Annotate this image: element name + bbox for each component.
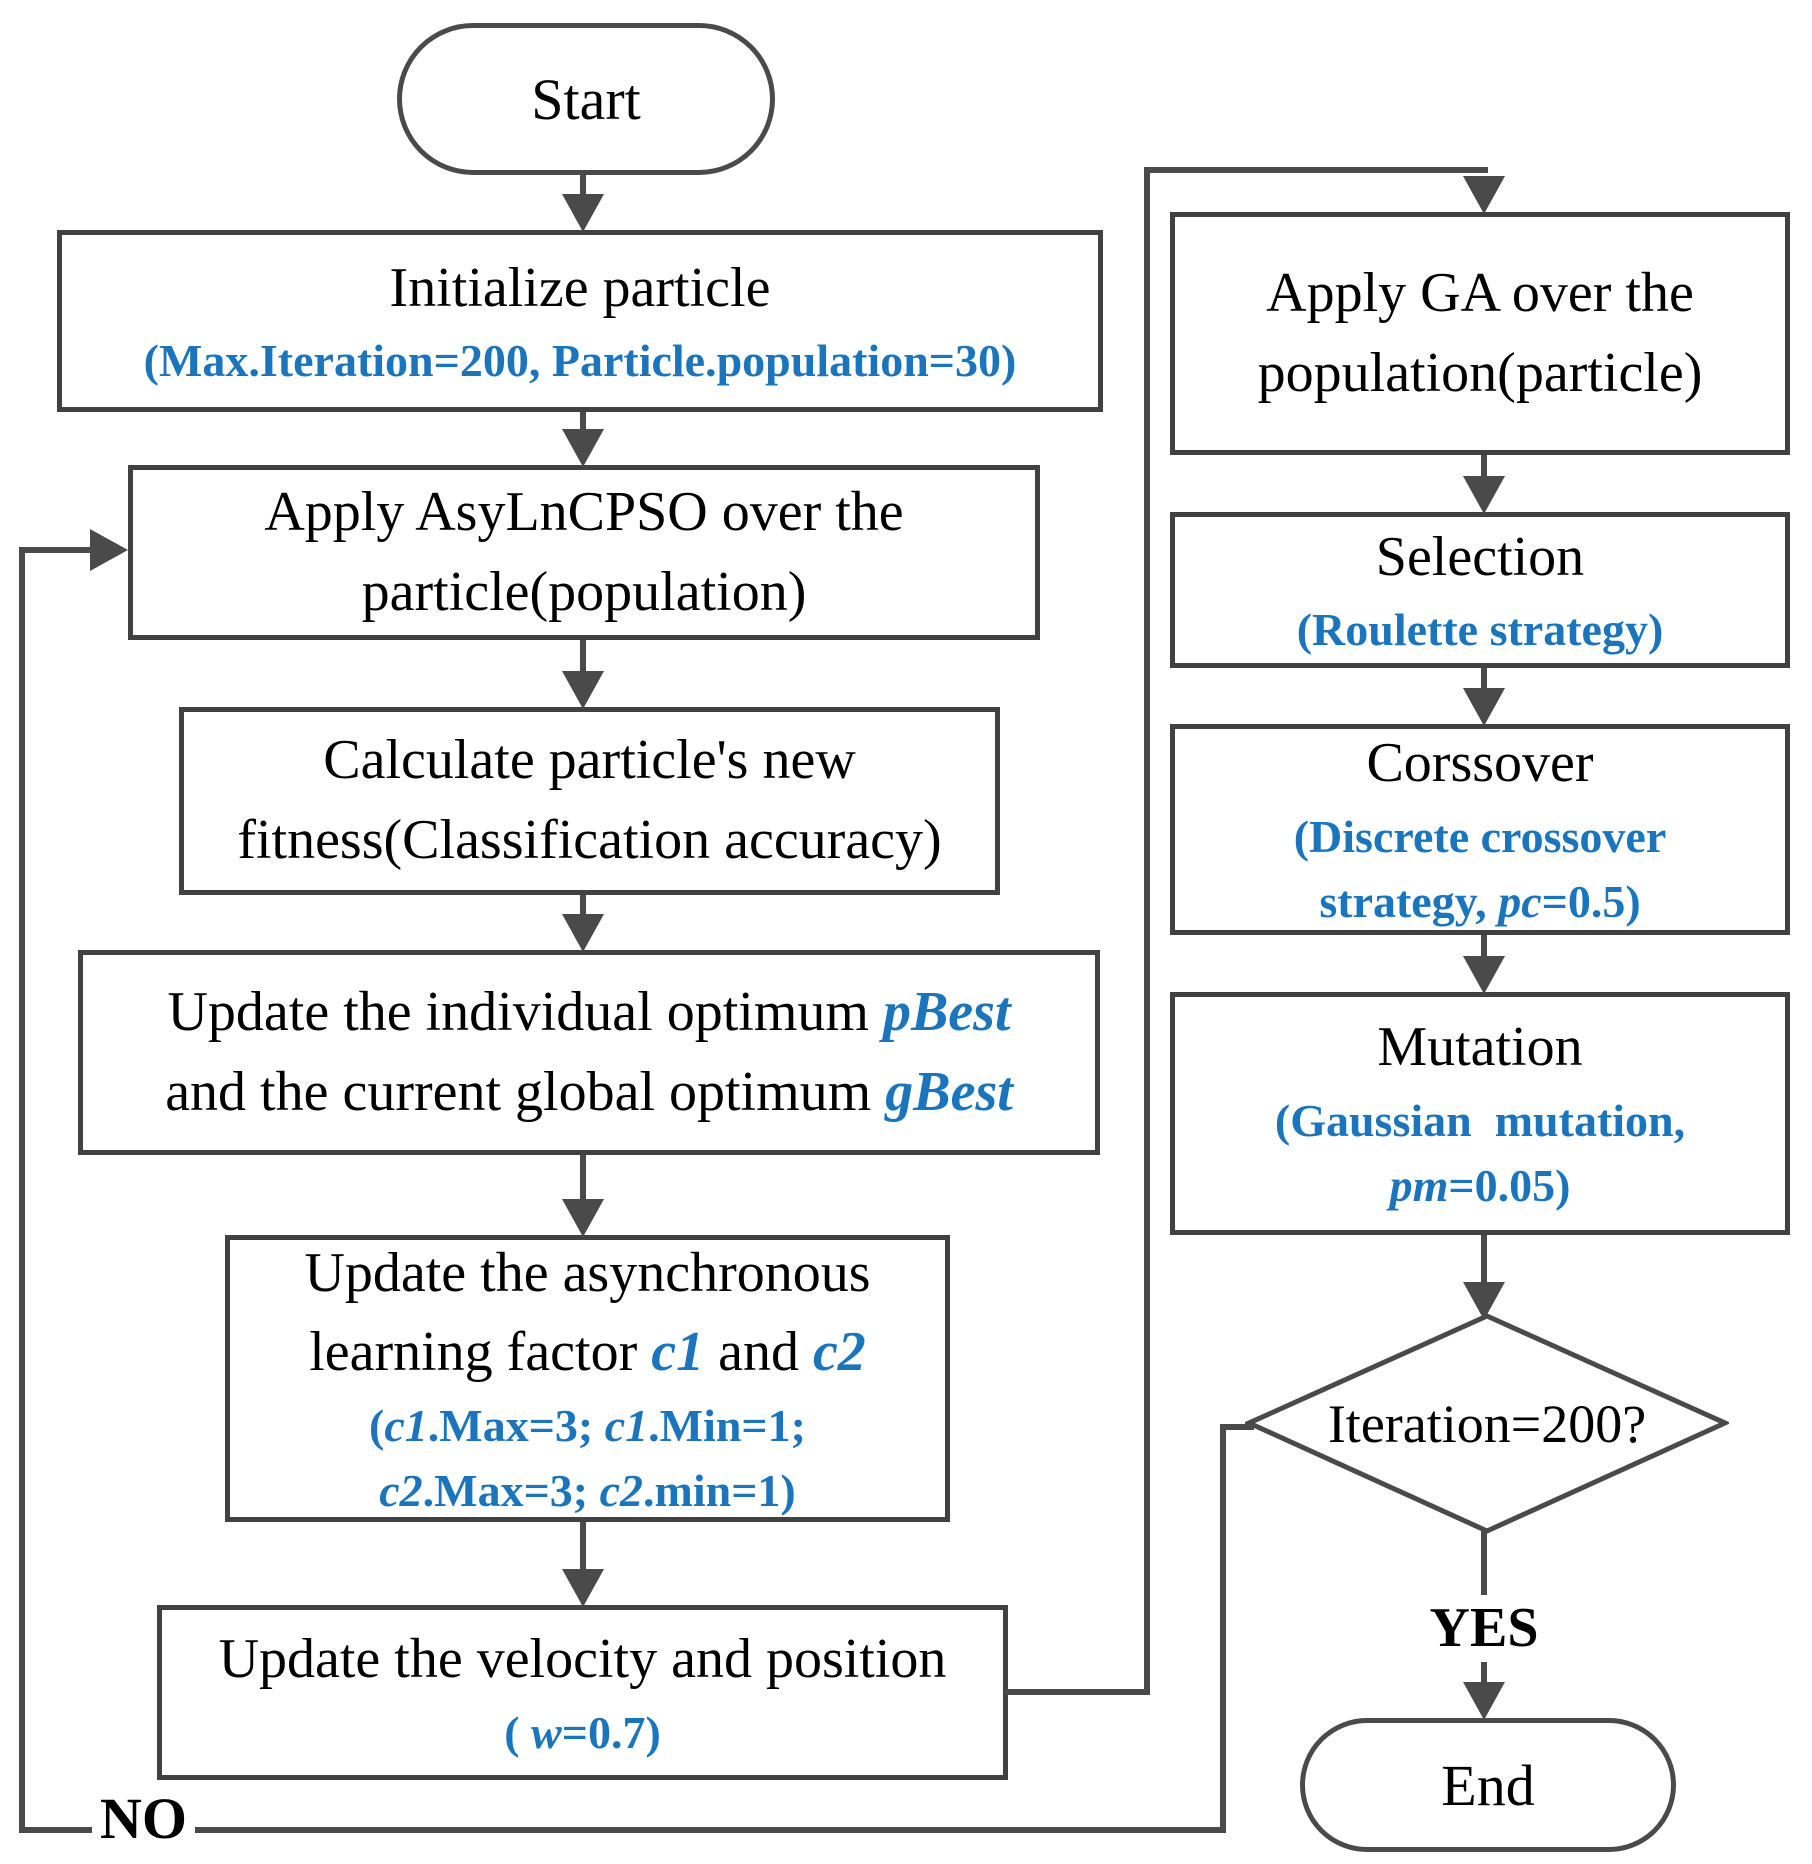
edge-sel-cross-line (1481, 668, 1487, 690)
edge-yes-end-arrowhead (1463, 1682, 1505, 1720)
edge-loop-vertical (1144, 167, 1150, 1695)
edge-loop-ga-arrowhead (1463, 176, 1505, 214)
edge-init-asy-arrowhead (562, 429, 604, 467)
edge-calc-pbest-line (580, 895, 586, 916)
edge-no-return-horizontal (19, 547, 95, 553)
edge-ga-sel-arrowhead (1463, 476, 1505, 514)
end-label: End (1441, 1752, 1535, 1818)
start-label: Start (531, 66, 641, 132)
edge-cross-mut-line (1481, 935, 1487, 958)
edge-sel-cross-arrowhead (1463, 688, 1505, 726)
edge-no-down-vertical (1220, 1424, 1226, 1833)
edge-pbest-acoef-arrowhead (562, 1199, 604, 1237)
node-update-velocity-position: Update the velocity and position( w=0.7) (157, 1605, 1008, 1780)
edge-calc-pbest-arrowhead (562, 914, 604, 952)
edge-decision-yes-line (1481, 1529, 1487, 1595)
decision-label: Iteration=200? (1327, 1393, 1647, 1454)
edge-no-from-diamond (1220, 1424, 1254, 1430)
node-start: Start (397, 23, 775, 175)
edge-start-init-line (580, 175, 586, 198)
edge-start-init-arrowhead (562, 194, 604, 232)
edge-asy-calc-line (580, 640, 586, 674)
edge-mut-decision-arrowhead (1463, 1282, 1505, 1320)
edge-acoef-vel-line (580, 1522, 586, 1571)
edge-label-no: NO (92, 1788, 195, 1850)
node-mutation: Mutation(Gaussian mutation,pm=0.05) (1170, 992, 1790, 1235)
node-decision-iteration: Iteration=200? (1245, 1312, 1729, 1535)
edge-cross-mut-arrowhead (1463, 956, 1505, 994)
edge-asy-calc-arrowhead (562, 671, 604, 709)
edge-acoef-vel-arrowhead (562, 1569, 604, 1607)
edge-ga-sel-line (1481, 455, 1487, 478)
edge-no-left-vertical (19, 547, 25, 1833)
edge-pbest-acoef-line (580, 1155, 586, 1201)
node-end: End (1300, 1718, 1676, 1852)
edge-no-bottom-horizontal (19, 1827, 1226, 1833)
edge-label-yes: YES (1421, 1598, 1547, 1658)
edge-mut-decision-line (1481, 1235, 1487, 1284)
decision-diamond-shape (1245, 1313, 1729, 1534)
edge-yes-end-line (1481, 1662, 1487, 1686)
edge-init-asy-line (580, 412, 586, 432)
node-selection: Selection(Roulette strategy) (1170, 512, 1790, 668)
node-initialize-particle: Initialize particle(Max.Iteration=200, P… (57, 230, 1103, 412)
edge-no-asy-arrowhead (90, 529, 128, 571)
edge-vel-loop-horizontal (1005, 1689, 1150, 1695)
edge-loop-top-horizontal (1144, 167, 1488, 173)
